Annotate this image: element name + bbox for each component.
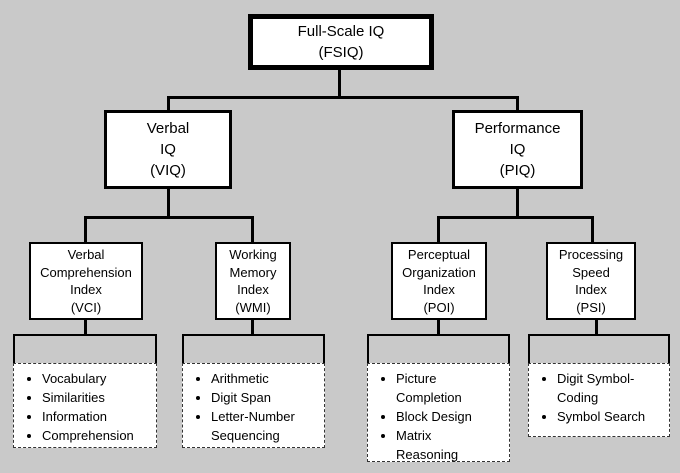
vci-label: Verbal Comprehension Index (VCI) [40, 247, 132, 315]
fsiq-box: Full-Scale IQ (FSIQ) [248, 14, 434, 70]
poi-subtests-box: Picture CompletionBlock DesignMatrix Rea… [367, 363, 510, 462]
psi-box: Processing Speed Index (PSI) [546, 242, 636, 320]
piq-box: Performance IQ (PIQ) [452, 110, 583, 189]
connector [595, 320, 598, 336]
connector [437, 320, 440, 336]
connector [84, 216, 254, 219]
subtest-item: Symbol Search [557, 407, 651, 426]
connector [516, 189, 519, 218]
fsiq-label: Full-Scale IQ (FSIQ) [297, 23, 385, 61]
connector [167, 96, 519, 99]
vci-box: Verbal Comprehension Index (VCI) [29, 242, 143, 320]
connector [167, 96, 170, 112]
connector [251, 320, 254, 336]
subtest-item: Picture Completion [396, 369, 491, 407]
wmi-subtests-list: ArithmeticDigit SpanLetter-Number Sequen… [183, 364, 324, 445]
bracket-shape [13, 334, 157, 363]
connector [84, 216, 87, 244]
psi-subtests-list: Digit Symbol-CodingSymbol Search [529, 364, 669, 426]
connector [167, 189, 170, 218]
subtest-item: Vocabulary [42, 369, 138, 388]
poi-box: Perceptual Organization Index (POI) [391, 242, 487, 320]
poi-label: Perceptual Organization Index (POI) [402, 247, 476, 315]
connector [437, 216, 440, 244]
connector [437, 216, 594, 219]
psi-subtests-box: Digit Symbol-CodingSymbol Search [528, 363, 670, 437]
subtest-item: Letter-Number Sequencing [211, 407, 306, 445]
subtest-item: Matrix Reasoning [396, 426, 491, 464]
poi-subtests-list: Picture CompletionBlock DesignMatrix Rea… [368, 364, 509, 464]
psi-label: Processing Speed Index (PSI) [558, 247, 624, 315]
vci-subtests-list: VocabularySimilaritiesInformationCompreh… [14, 364, 156, 445]
subtest-item: Similarities [42, 388, 138, 407]
wmi-label: Working Memory Index (WMI) [229, 247, 277, 315]
connector [84, 320, 87, 336]
wmi-subtests-box: ArithmeticDigit SpanLetter-Number Sequen… [182, 363, 325, 448]
connector [516, 96, 519, 112]
subtest-item: Block Design [396, 407, 491, 426]
subtest-item: Comprehension [42, 426, 138, 445]
wmi-box: Working Memory Index (WMI) [215, 242, 291, 320]
bracket-shape [367, 334, 510, 363]
bracket-shape [528, 334, 670, 363]
subtest-item: Arithmetic [211, 369, 306, 388]
connector [251, 216, 254, 244]
bracket-shape [182, 334, 325, 363]
vci-subtests-box: VocabularySimilaritiesInformationCompreh… [13, 363, 157, 448]
connector [591, 216, 594, 244]
subtest-item: Information [42, 407, 138, 426]
subtest-item: Digit Symbol-Coding [557, 369, 651, 407]
viq-box: Verbal IQ (VIQ) [104, 110, 232, 189]
piq-label: Performance IQ (PIQ) [474, 120, 561, 179]
connector [338, 70, 341, 98]
subtest-item: Digit Span [211, 388, 306, 407]
viq-label: Verbal IQ (VIQ) [146, 120, 190, 179]
